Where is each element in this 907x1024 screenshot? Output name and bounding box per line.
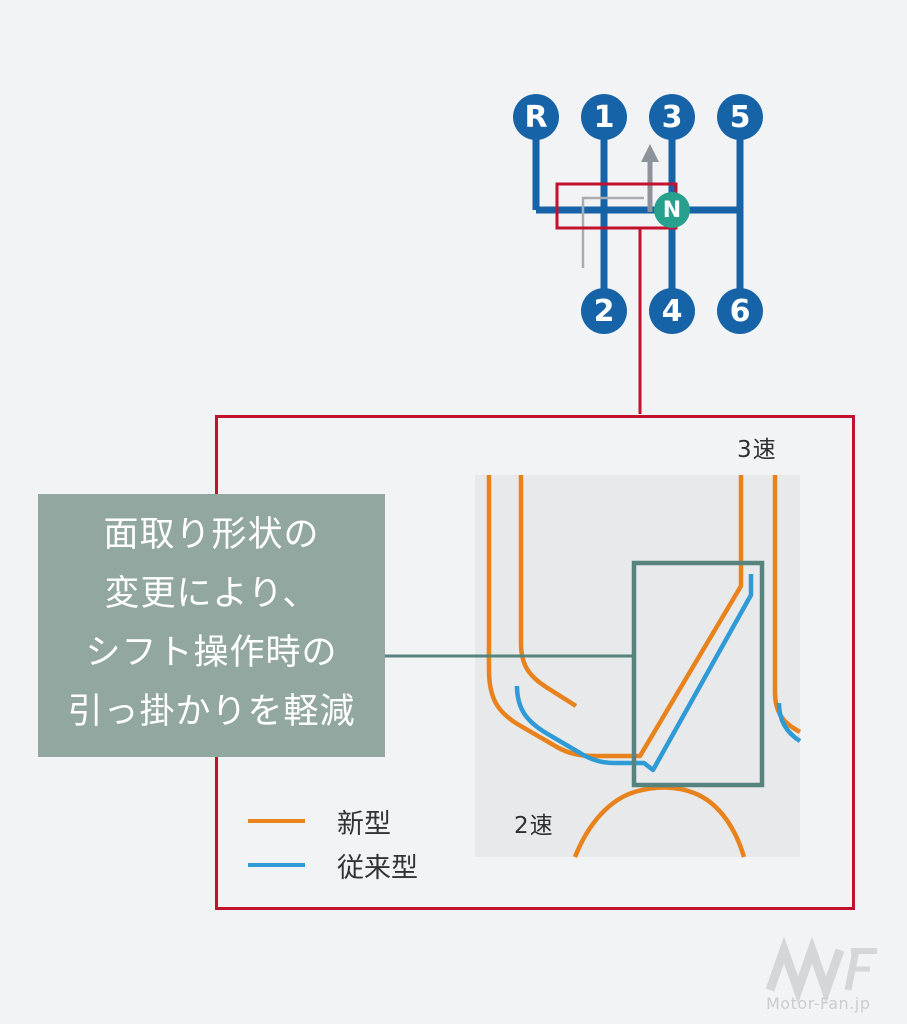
- gear-node-4: 4: [649, 288, 695, 334]
- legend: 新型 従来型: [248, 799, 418, 887]
- gear2-label: 2速: [514, 813, 554, 839]
- gear-node-1: 1: [581, 94, 627, 140]
- shift-arrow-head-icon: [641, 144, 659, 162]
- logo-zigzag: [765, 936, 845, 1004]
- new-type-line-swatch: [248, 819, 305, 823]
- old-type-line-swatch: [248, 863, 305, 867]
- callout-box: 面取り形状の 変更により、 シフト操作時の 引っ掛かりを軽減: [38, 494, 385, 757]
- shift-path-line: [581, 196, 644, 268]
- legend-row-old: 従来型: [248, 843, 418, 887]
- gear-node-3: 3: [649, 94, 695, 140]
- gear-node-r: R: [513, 94, 559, 140]
- shift-motion-path: [581, 144, 659, 268]
- motorfan-logo-icon: [765, 936, 877, 1004]
- gear-node-2: 2: [581, 288, 627, 334]
- shift-pattern-lines: [532, 139, 744, 289]
- old-type-label: 従来型: [337, 852, 418, 884]
- callout-text-line: 引っ掛かりを軽減: [67, 692, 356, 732]
- neutral-node: N: [654, 192, 690, 228]
- legend-row-new: 新型: [248, 799, 418, 843]
- callout-text-line: 面取り形状の: [103, 515, 320, 555]
- callout-text-line: 変更により、: [104, 574, 319, 614]
- callout-text-line: シフト操作時の: [85, 633, 338, 673]
- gear-node-5: 5: [717, 94, 763, 140]
- logo-f-stem: [844, 949, 860, 991]
- gear3-label: 3速: [737, 437, 777, 463]
- gear-node-6: 6: [717, 288, 763, 334]
- gate-drawing-panel: [475, 475, 800, 857]
- new-type-label: 新型: [337, 808, 391, 840]
- watermark-text: Motor-Fan.jp: [766, 994, 871, 1013]
